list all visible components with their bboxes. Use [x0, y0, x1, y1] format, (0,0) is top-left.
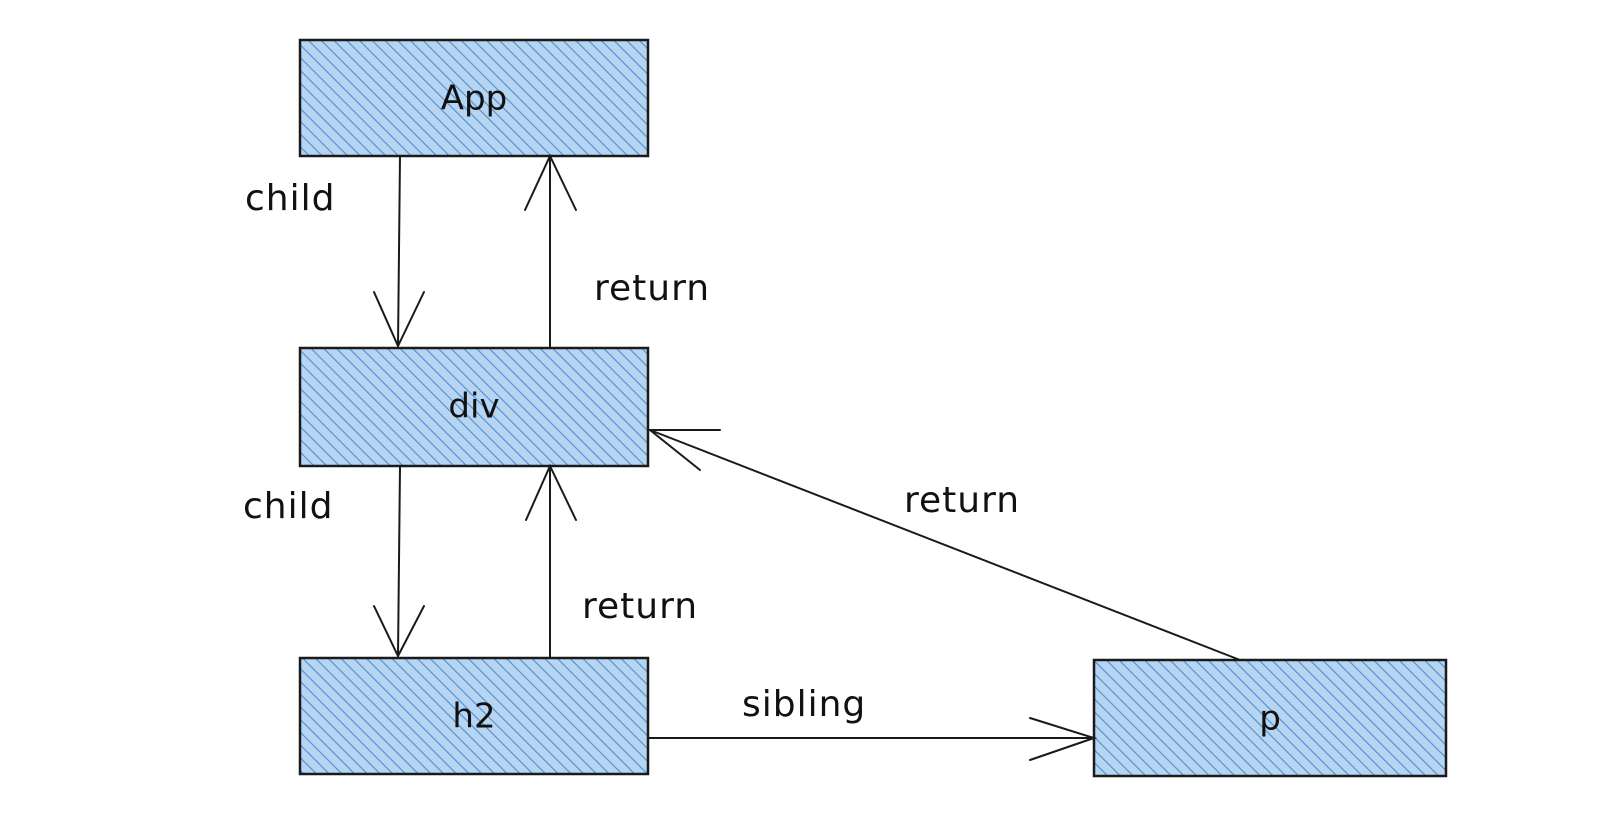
arrowhead-diagonal-icon: [647, 429, 721, 471]
edge-app-div-child-label: child: [245, 178, 335, 219]
arrowhead-down-icon: [373, 291, 425, 349]
edge-div-h2-child: child: [243, 465, 425, 659]
edge-p-div-return-line: [649, 429, 1241, 661]
edge-div-h2-child-label: child: [243, 486, 333, 527]
node-p: p: [1092, 658, 1448, 778]
arrowhead-up-icon: [525, 463, 577, 521]
node-h2: h2: [298, 656, 650, 776]
node-h2-label: h2: [452, 697, 495, 737]
edge-app-div-child-line: [397, 155, 401, 347]
node-div-label: div: [448, 387, 499, 427]
arrowhead-down-icon: [373, 605, 425, 659]
node-app-box: [298, 38, 650, 158]
edge-h2-p-sibling: sibling: [647, 684, 1098, 761]
edge-div-h2-child-line: [397, 465, 401, 657]
edge-h2-div-return: return: [525, 463, 698, 659]
arrowhead-up-icon: [524, 153, 577, 211]
edge-div-app-return: return: [524, 153, 710, 349]
edge-p-div-return-label: return: [904, 480, 1020, 521]
edge-h2-div-return-label: return: [582, 586, 698, 627]
node-app: App: [298, 38, 650, 158]
node-p-box: [1092, 658, 1448, 778]
node-app-label: App: [441, 79, 507, 119]
node-h2-box: [298, 656, 650, 776]
node-p-label: p: [1259, 699, 1281, 739]
node-div-box: [298, 346, 650, 468]
edge-h2-p-sibling-label: sibling: [742, 684, 866, 725]
edge-div-app-return-label: return: [594, 268, 710, 309]
node-div: div: [298, 346, 650, 468]
arrowhead-right-icon: [1029, 717, 1098, 761]
edge-p-div-return: return: [647, 429, 1241, 661]
edge-app-div-child: child: [245, 155, 425, 349]
